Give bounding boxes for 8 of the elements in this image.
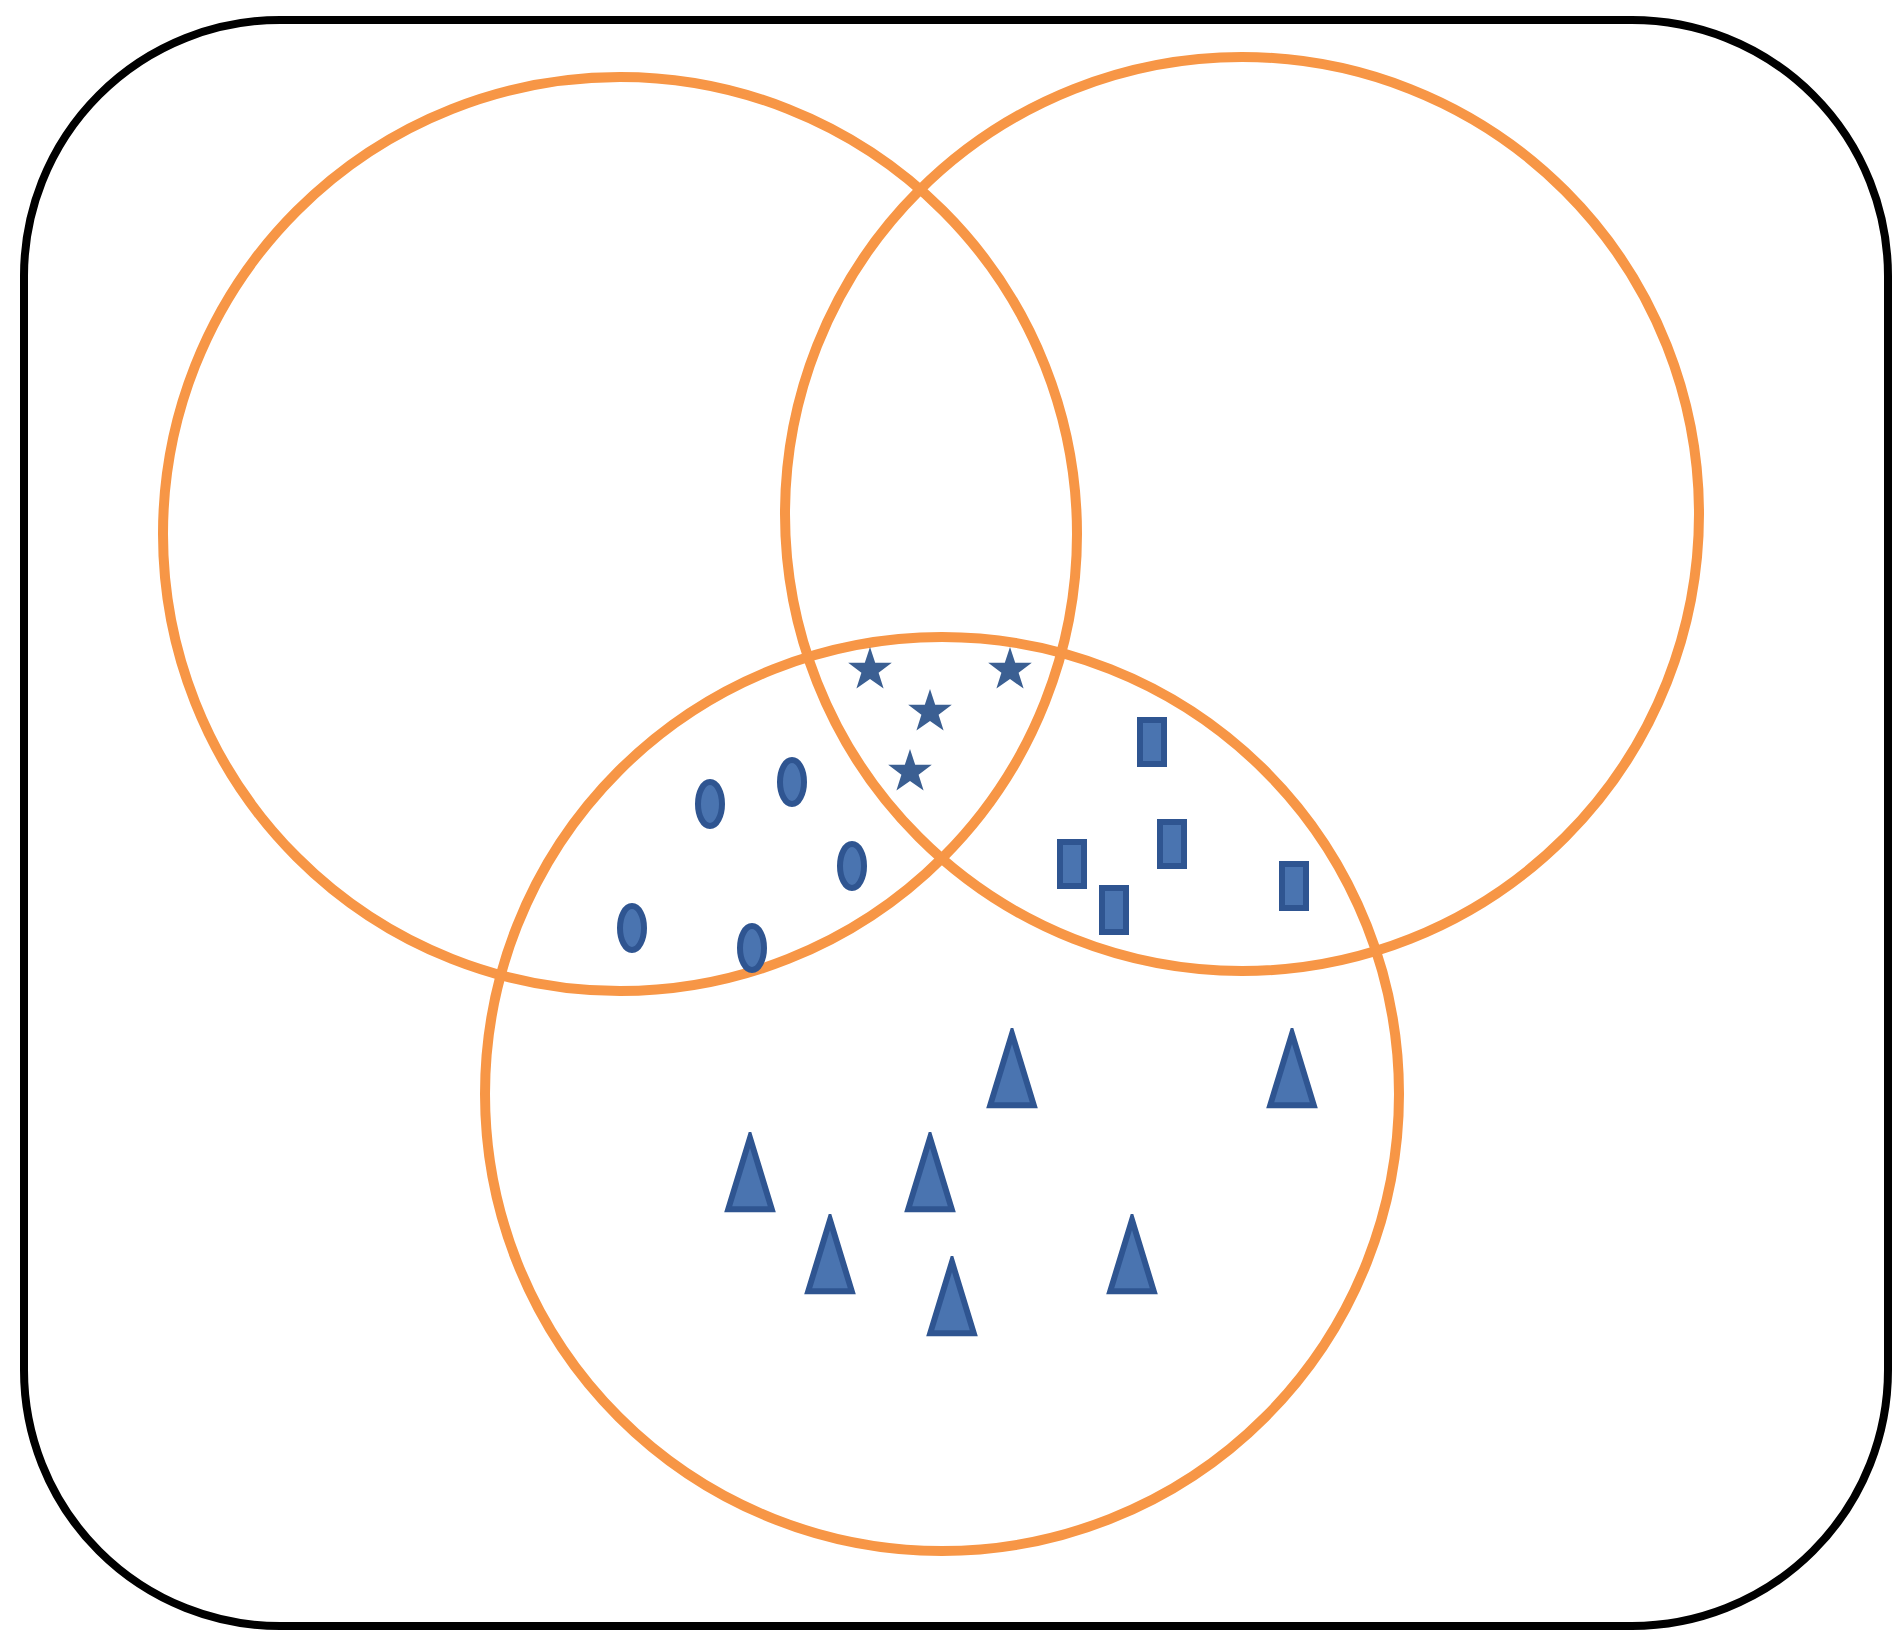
triangle-marker	[1266, 1028, 1318, 1112]
triangle-marker	[1106, 1214, 1158, 1298]
triangle-marker	[926, 1256, 978, 1340]
triangle-marker	[986, 1028, 1038, 1112]
triangle-marker	[804, 1214, 856, 1298]
triangle-marker	[724, 1132, 776, 1216]
triangle-marker	[904, 1132, 956, 1216]
rounded-frame	[20, 16, 1892, 1630]
